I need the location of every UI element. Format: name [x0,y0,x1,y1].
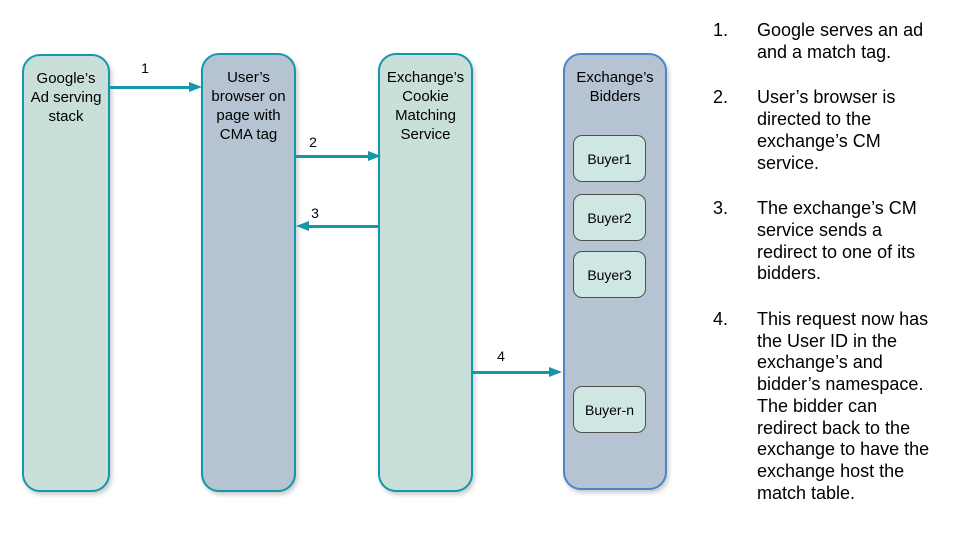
arrow-1-right-arrowhead-icon [189,82,202,92]
step-1-text: Google serves an ad and a match tag. [757,20,924,62]
arrow-4-line [473,371,549,374]
buyer1-label: Buyer1 [587,150,632,167]
box-user-browser: User’s browser on page with CMA tag [201,53,296,492]
arrow-3-label: 3 [311,205,319,221]
arrow-3-left-arrowhead-icon [296,221,309,231]
step-3-number: 3. [713,198,729,219]
buyer-n-box: Buyer-n [573,386,646,433]
arrow-1-line [110,86,189,89]
arrow-1-label: 1 [141,60,149,76]
buyer3-box: Buyer3 [573,251,646,298]
step-item-3: 3. The exchange’s CM service sends a red… [713,198,937,285]
arrow-2-label: 2 [309,134,317,150]
step-1-number: 1. [713,20,729,40]
buyer3-label: Buyer3 [587,266,632,283]
box-exchange-cookie-matching-service: Exchange’s Cookie Matching Service [378,53,473,492]
box-user-browser-label: User’s browser on page with CMA tag [211,69,286,143]
arrow-2-right-arrowhead-icon [368,151,381,161]
arrow-2-line [296,155,368,158]
step-4-number: 4. [713,309,729,330]
box-exchange-bidders-label: Exchange’s Bidders [576,69,654,105]
step-4-text: This request now has the User ID in the … [757,309,930,503]
step-item-1: 1. Google serves an ad and a match tag. [713,20,937,63]
step-2-number: 2. [713,87,729,108]
buyer2-label: Buyer2 [587,209,632,226]
step-3-text: The exchange’s CM service sends a redire… [757,198,917,284]
step-list: 1. Google serves an ad and a match tag. … [713,20,937,528]
step-item-4: 4. This request now has the User ID in t… [713,309,937,504]
arrow-4-right-arrowhead-icon [549,367,562,377]
buyer1-box: Buyer1 [573,135,646,182]
arrow-3-line [309,225,378,228]
box-google-ad-serving-stack: Google’s Ad serving stack [22,54,110,492]
buyer2-box: Buyer2 [573,194,646,241]
arrow-4-label: 4 [497,348,505,364]
box-google-ad-serving-stack-label: Google’s Ad serving stack [30,70,102,125]
step-2-text: User’s browser is directed to the exchan… [757,87,896,173]
box-exchange-cookie-matching-service-label: Exchange’s Cookie Matching Service [386,69,465,143]
step-item-2: 2. User’s browser is directed to the exc… [713,87,937,174]
buyer-n-label: Buyer-n [584,401,635,418]
